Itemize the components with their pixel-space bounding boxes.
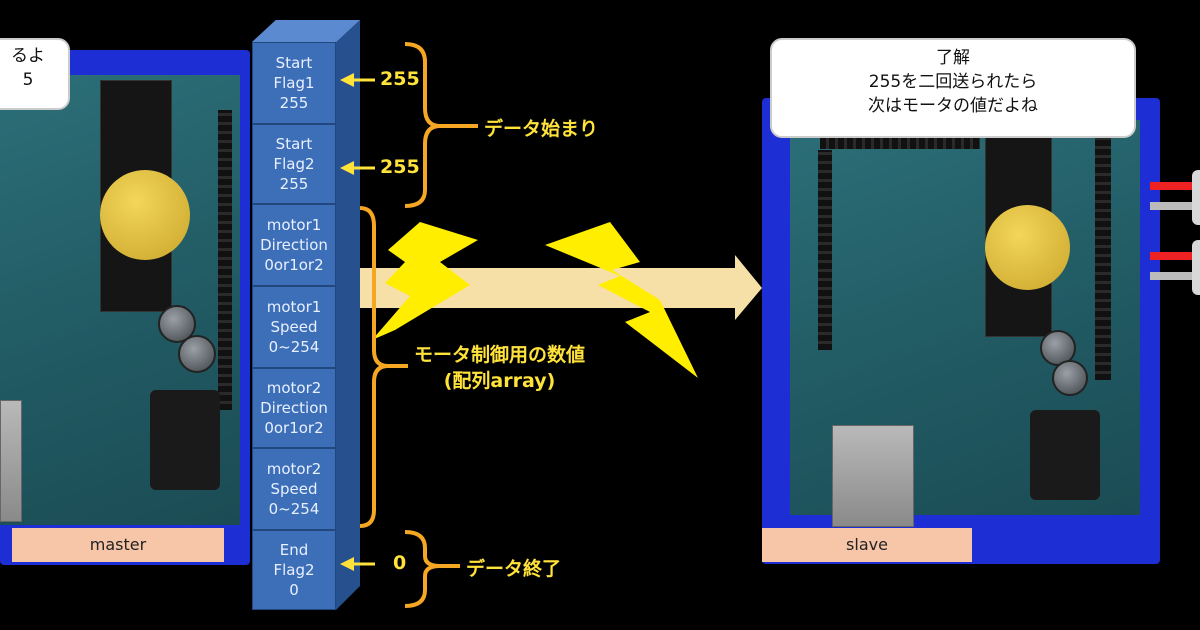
bubble-line: 次はモータの値だよね — [868, 96, 1038, 116]
cell-line: 255 — [279, 94, 309, 112]
master-logo — [100, 170, 190, 260]
master-label: master — [12, 528, 224, 562]
packet-cell-motor2-speed: motor2 Speed 0~254 — [252, 448, 336, 530]
annotation-data-start: データ始まり — [484, 118, 599, 140]
packet-cell-motor2-direction: motor2 Direction 0or1or2 — [252, 368, 336, 448]
slave-header-pins — [820, 135, 980, 149]
slave-speech-bubble: 了解 255を二回送られたら 次はモータの値だよね — [770, 38, 1136, 138]
motor-cable — [1150, 202, 1195, 210]
cell-line: 0 — [289, 581, 299, 599]
cell-line: motor2 — [266, 460, 322, 478]
annotation-data-end: データ終了 — [466, 558, 562, 580]
cell-line: Flag2 — [273, 155, 315, 173]
slave-header-pins — [818, 150, 832, 350]
master-capacitor — [178, 335, 216, 373]
value-start2: 255 — [380, 156, 420, 178]
value-end: 0 — [393, 552, 407, 574]
packet-stack-top — [252, 20, 360, 42]
motor-cable — [1150, 272, 1195, 280]
cell-line: Speed — [270, 318, 318, 336]
cell-line: End — [279, 541, 309, 559]
value-arrow-start2 — [340, 161, 375, 175]
motor-connector — [1192, 240, 1200, 295]
cell-line: Direction — [260, 236, 328, 254]
bubble-line: るよ — [11, 46, 45, 66]
master-usb-port — [0, 400, 22, 522]
cell-line: Flag1 — [273, 74, 315, 92]
slave-power-jack — [1030, 410, 1100, 500]
slave-logo — [985, 205, 1070, 290]
master-power-jack — [150, 390, 220, 490]
motor-cable — [1150, 252, 1195, 260]
cell-line: 0or1or2 — [264, 256, 324, 274]
lightning-bolt-left — [372, 222, 478, 340]
cell-line: Start — [275, 135, 313, 153]
bubble-line: 5 — [22, 70, 34, 90]
motor-connector — [1192, 170, 1200, 225]
packet-cell-start-flag2: Start Flag2 255 — [252, 124, 336, 204]
slave-label: slave — [762, 528, 972, 562]
cell-line: Start — [275, 54, 313, 72]
annotation-motor-values: モータ制御用の数値 (配列array) — [414, 342, 585, 394]
slave-header-pins — [1095, 130, 1111, 380]
cell-line: 0or1or2 — [264, 419, 324, 437]
cell-line: Flag2 — [273, 561, 315, 579]
cell-line: 255 — [279, 175, 309, 193]
slave-capacitor — [1052, 360, 1088, 396]
bubble-line: 了解 — [936, 48, 970, 68]
cell-line: motor2 — [266, 379, 322, 397]
packet-cell-motor1-speed: motor1 Speed 0~254 — [252, 286, 336, 368]
cell-line: Direction — [260, 399, 328, 417]
bracket-motor-values — [359, 206, 389, 528]
value-arrow-end — [340, 557, 375, 571]
value-arrow-start1 — [340, 73, 375, 87]
packet-cell-end-flag2: End Flag2 0 — [252, 530, 336, 610]
master-header-pins — [218, 110, 232, 410]
slave-usb-port — [832, 425, 914, 527]
cell-line: 0~254 — [268, 338, 320, 356]
cell-line: 0~254 — [268, 500, 320, 518]
motor-cable — [1150, 182, 1195, 190]
bubble-line: 255を二回送られたら — [868, 72, 1038, 92]
annotation-line: (配列array) — [443, 370, 556, 392]
cell-line: motor1 — [266, 298, 322, 316]
bracket-data-end — [404, 530, 441, 608]
lightning-bolt-right — [545, 222, 698, 378]
cell-line: Speed — [270, 480, 318, 498]
value-start1: 255 — [380, 68, 420, 90]
packet-cell-motor1-direction: motor1 Direction 0or1or2 — [252, 204, 336, 286]
packet-stack-side — [336, 20, 360, 610]
packet-cell-start-flag1: Start Flag1 255 — [252, 42, 336, 124]
cell-line: motor1 — [266, 216, 322, 234]
master-speech-bubble: るよ 5 — [0, 38, 70, 110]
annotation-line: モータ制御用の数値 — [414, 344, 586, 366]
